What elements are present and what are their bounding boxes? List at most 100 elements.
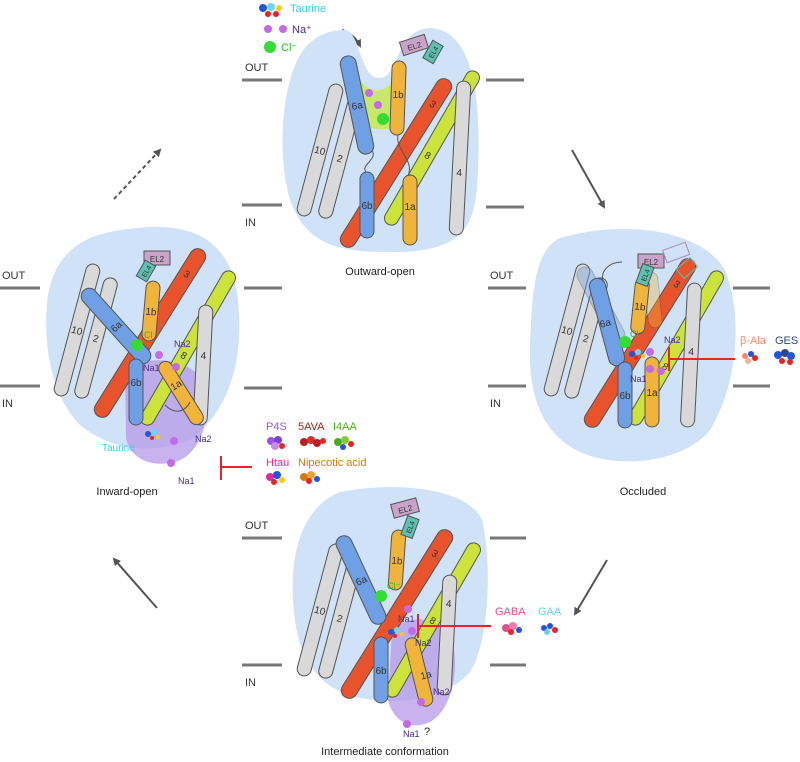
5ava-molecule-icon bbox=[300, 436, 326, 447]
svg-text:6b: 6b bbox=[619, 391, 631, 402]
outward-open-sodium-1 bbox=[365, 89, 373, 97]
intermediate-chloride bbox=[375, 590, 387, 602]
svg-text:10: 10 bbox=[313, 145, 327, 159]
intermediate-helix-3: 3 bbox=[340, 529, 454, 699]
intermediate-caption: Intermediate conformation bbox=[321, 746, 449, 758]
outward-open-helix-1a: 1a bbox=[402, 174, 418, 246]
inward-open-el4-box: EL4 bbox=[135, 259, 157, 283]
ligand-nipecotic-label: Nipecotic acid bbox=[298, 457, 366, 469]
htau-molecule-icon bbox=[266, 471, 285, 485]
occluded-chloride-label: Cl⁻ bbox=[630, 329, 643, 339]
gaa-molecule-icon bbox=[541, 623, 558, 635]
intermediate-helix-6b: 6b bbox=[373, 636, 389, 704]
gaba-molecule-icon bbox=[502, 622, 522, 635]
svg-text:8: 8 bbox=[422, 150, 433, 163]
inward-open-caption: Inward-open bbox=[96, 486, 157, 498]
arrow-occluded-to-intermediate bbox=[573, 559, 608, 616]
occluded-el2-ghost-box bbox=[662, 241, 691, 264]
occluded-sodium-1 bbox=[646, 365, 654, 373]
intermediate-el4-box: EL4 bbox=[400, 514, 420, 540]
svg-text:4: 4 bbox=[456, 168, 463, 179]
svg-text:8: 8 bbox=[178, 350, 189, 363]
occluded-na1-label: Na1 bbox=[630, 374, 647, 384]
svg-text:EL2: EL2 bbox=[150, 255, 165, 264]
cycle-arrows bbox=[112, 148, 608, 616]
ligand-p4s-label: P4S bbox=[266, 421, 287, 433]
svg-text:3: 3 bbox=[181, 269, 192, 282]
svg-text:2: 2 bbox=[336, 153, 345, 165]
ligand-gaa-label: GAA bbox=[538, 606, 562, 618]
outward-open-helix-10: 10 bbox=[296, 83, 344, 217]
outward-open-chloride bbox=[377, 113, 389, 125]
svg-text:1a: 1a bbox=[646, 388, 658, 399]
occluded-state: OUT IN 10 2 3 8 4 6a 6 bbox=[488, 228, 798, 498]
intermediate-released-na1-label: Na1 bbox=[403, 729, 420, 739]
svg-text:2: 2 bbox=[92, 333, 101, 345]
legend-sodium-label: Na⁺ bbox=[292, 24, 312, 36]
ligand-ges-label: GES bbox=[775, 335, 798, 347]
intermediate-na1-site-label: Na1 bbox=[398, 614, 415, 624]
inward-open-chloride-label: Cl⁻ bbox=[144, 330, 157, 340]
inward-open-chloride bbox=[131, 339, 143, 351]
svg-text:10: 10 bbox=[313, 605, 327, 619]
inward-open-in-label: IN bbox=[2, 398, 13, 410]
outward-open-out-label: OUT bbox=[245, 62, 269, 74]
svg-text:EL4: EL4 bbox=[641, 268, 652, 282]
inward-open-released-na1-label: Na1 bbox=[178, 476, 195, 486]
intermediate-released-na2-label: Na2 bbox=[433, 687, 450, 697]
outward-open-in-label: IN bbox=[245, 217, 256, 229]
svg-text:4: 4 bbox=[446, 599, 453, 610]
outward-open-linker-2 bbox=[397, 134, 410, 177]
ligand-5ava-label: 5AVA bbox=[298, 421, 325, 433]
intermediate-sodium-mid bbox=[408, 627, 416, 635]
intermediate-inhibitor-bar bbox=[417, 614, 491, 638]
svg-text:EL2: EL2 bbox=[397, 503, 414, 516]
chloride-legend-icon bbox=[264, 41, 276, 53]
svg-text:4: 4 bbox=[688, 347, 695, 358]
inward-open-inhibitors: P4S 5AVA I4AA Htau Nipecotic acid bbox=[266, 421, 366, 485]
svg-text:3: 3 bbox=[429, 548, 440, 561]
outward-open-caption: Outward-open bbox=[345, 266, 415, 278]
p4s-molecule-icon bbox=[267, 436, 285, 450]
intermediate-bound-taurine bbox=[388, 627, 404, 638]
svg-text:2: 2 bbox=[582, 333, 591, 345]
legend-taurine-label: Taurine bbox=[290, 3, 326, 15]
inward-open-state: OUT IN 10 2 3 8 4 6a 6b bbox=[0, 226, 282, 498]
svg-text:1b: 1b bbox=[145, 307, 157, 319]
legend-chloride-label: Cl⁻ bbox=[281, 42, 297, 54]
arrow-outward-to-occluded bbox=[571, 149, 605, 209]
outward-open-helix-6a: 6a bbox=[339, 55, 375, 155]
inward-open-out-label: OUT bbox=[2, 270, 26, 282]
svg-text:6b: 6b bbox=[361, 201, 373, 212]
occluded-sodium-2 bbox=[646, 348, 654, 356]
inward-open-helix-1a: 1a bbox=[158, 360, 204, 426]
svg-text:EL2: EL2 bbox=[644, 258, 659, 267]
intermediate-chloride-label: Cl⁻ bbox=[387, 581, 400, 591]
outward-open-linker bbox=[364, 149, 374, 173]
intermediate-released-sodium-2 bbox=[417, 698, 425, 706]
ligand-htau-label: Htau bbox=[266, 457, 289, 469]
taurine-legend-icon bbox=[259, 3, 282, 17]
arrow-inward-to-outward-dashed bbox=[113, 148, 162, 200]
inward-open-vestibule bbox=[125, 360, 207, 464]
occluded-helix-4: 4 bbox=[680, 282, 702, 428]
ligand-i4aa-label: I4AA bbox=[333, 421, 358, 433]
svg-text:8: 8 bbox=[660, 361, 671, 374]
svg-text:1a: 1a bbox=[404, 202, 416, 213]
intermediate-helix-1b: 1b bbox=[387, 529, 407, 591]
occluded-helix-1a: 1a bbox=[644, 356, 660, 428]
svg-text:10: 10 bbox=[70, 325, 84, 339]
intermediate-helix-1a: 1a bbox=[404, 637, 433, 707]
inward-open-released-sodium-2 bbox=[170, 437, 178, 445]
occluded-helix-10: 10 bbox=[543, 263, 591, 397]
inward-open-sodium-1-site bbox=[172, 363, 180, 371]
occluded-sodium-extra bbox=[657, 367, 665, 375]
svg-text:1a: 1a bbox=[419, 669, 433, 682]
inward-open-rotation-arrow bbox=[164, 401, 191, 412]
svg-text:6a: 6a bbox=[599, 317, 613, 331]
occluded-in-label: IN bbox=[490, 398, 501, 410]
occluded-inhibitor-bar bbox=[668, 347, 735, 371]
svg-text:3: 3 bbox=[427, 99, 438, 112]
svg-text:6a: 6a bbox=[351, 100, 365, 113]
i4aa-molecule-icon bbox=[334, 436, 354, 450]
